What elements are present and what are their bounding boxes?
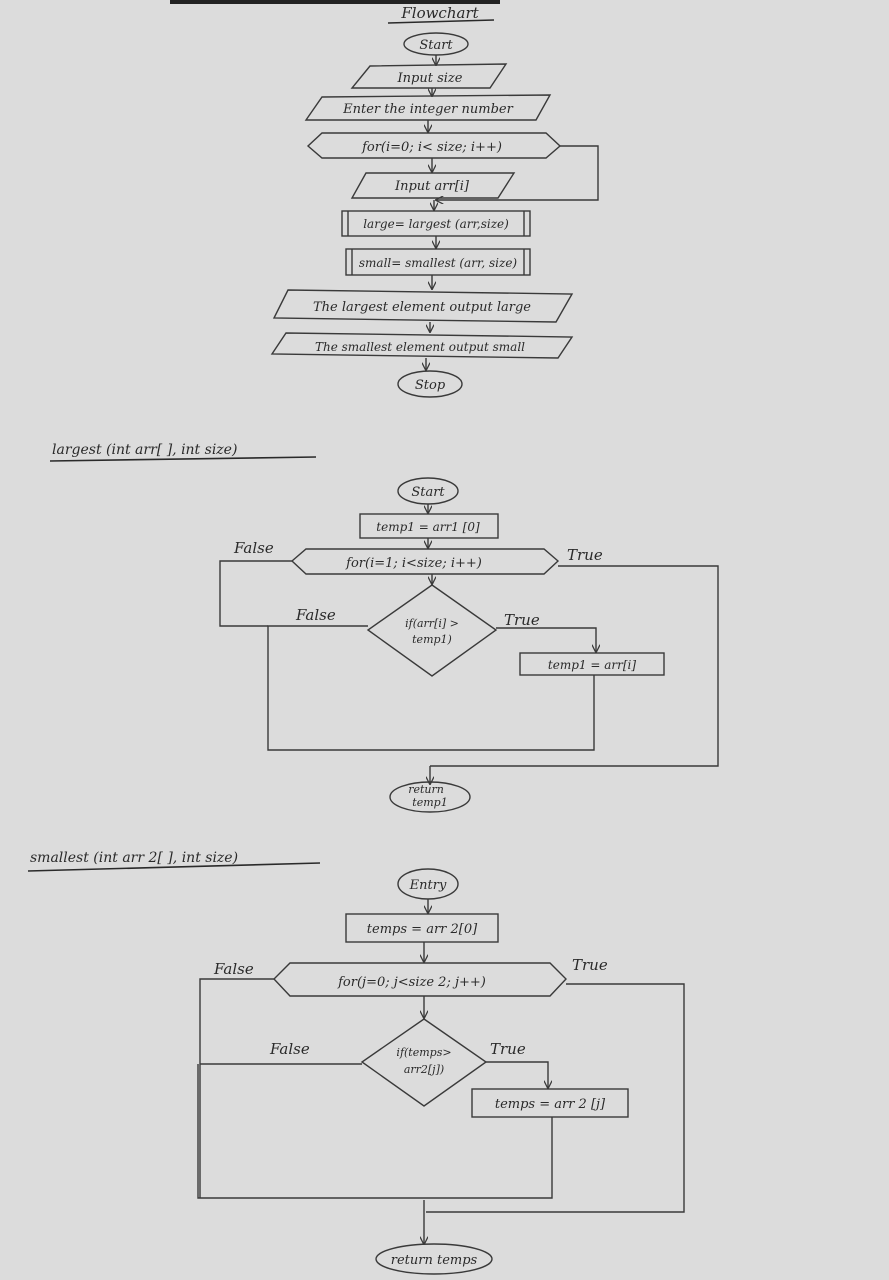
largest-function-flowchart: largest (int arr[ ], int size) Start tem… xyxy=(49,442,719,813)
smallest-inner-loop-back xyxy=(197,1064,553,1199)
largest-condition-decision xyxy=(366,584,498,677)
largest-init-process xyxy=(359,513,499,539)
stop-terminal xyxy=(397,370,463,398)
stop-label: Stop xyxy=(415,378,446,393)
largest-cond-true-label: True xyxy=(504,611,540,629)
largest-condition-line2: temp1) xyxy=(412,633,452,646)
smallest-loop-false-label: False xyxy=(213,960,254,978)
largest-cond-false-label: False xyxy=(295,606,336,624)
smallest-condition-decision xyxy=(360,1018,488,1107)
largest-return-line2: temp1 xyxy=(412,796,447,809)
page-top-edge xyxy=(170,0,500,4)
smallest-condition-line2: arr2[j]) xyxy=(404,1063,444,1076)
smallest-signature: smallest (int arr 2[ ], int size) xyxy=(30,850,238,866)
smallest-loop-label: for(j=0; j<size 2; j++) xyxy=(337,975,486,990)
largest-inner-false-path xyxy=(267,625,595,751)
smallest-return-label: return temps xyxy=(391,1253,478,1268)
call-smallest-label: small= smallest (arr, size) xyxy=(359,256,518,270)
output-smallest-io xyxy=(270,332,574,359)
largest-start-label: Start xyxy=(411,485,445,500)
enter-prompt-label: Enter the integer number xyxy=(342,102,513,117)
largest-loop-true-label: True xyxy=(567,546,603,564)
enter-prompt-io xyxy=(304,94,552,121)
largest-outer-true-path xyxy=(430,565,719,767)
smallest-assign-process xyxy=(471,1088,629,1118)
largest-return-line1: return xyxy=(408,783,444,796)
output-largest-label: The largest element output large xyxy=(313,300,531,315)
smallest-signature-underline xyxy=(27,862,321,872)
largest-init-label: temp1 = arr1 [0] xyxy=(376,520,480,534)
smallest-start-label: Entry xyxy=(409,878,447,893)
input-size-io xyxy=(350,63,508,89)
largest-signature: largest (int arr[ ], int size) xyxy=(52,442,237,458)
largest-loop-label: for(i=1; i<size; i++) xyxy=(345,556,482,571)
output-smallest-label: The smallest element output small xyxy=(315,340,525,354)
smallest-function-flowchart: smallest (int arr 2[ ], int size) Entry … xyxy=(27,850,685,1275)
largest-signature-underline xyxy=(49,456,317,462)
loop-back-line xyxy=(436,145,599,200)
input-arr-io xyxy=(350,172,516,199)
smallest-condition-line1: if(temps> xyxy=(396,1046,451,1059)
largest-condition-line1: if(arr[i] > xyxy=(405,617,459,630)
smallest-loop-true-label: True xyxy=(572,956,608,974)
largest-assign-process xyxy=(519,652,665,676)
smallest-init-process xyxy=(345,913,499,943)
largest-true-branch-line xyxy=(496,627,596,652)
smallest-return-terminal xyxy=(375,1243,493,1275)
smallest-true-branch-line xyxy=(486,1061,548,1088)
smallest-outer-false-path xyxy=(199,978,274,1198)
start-label: Start xyxy=(419,38,453,53)
input-arr-label: Input arr[i] xyxy=(394,179,470,194)
smallest-assign-label: temps = arr 2 [j] xyxy=(495,1097,606,1112)
largest-outer-false-path xyxy=(219,560,292,627)
main-flowchart: Flowchart Start Input size Enter the int… xyxy=(270,4,599,398)
largest-return-terminal xyxy=(389,781,471,813)
main-title: Flowchart xyxy=(400,4,479,22)
smallest-init-label: temps = arr 2[0] xyxy=(367,922,478,937)
output-largest-io xyxy=(272,289,574,323)
call-smallest-process xyxy=(345,248,531,276)
smallest-cond-false-label: False xyxy=(269,1040,310,1058)
largest-loop-false-label: False xyxy=(233,539,274,557)
smallest-outer-true-path xyxy=(426,983,685,1213)
largest-assign-label: temp1 = arr[i] xyxy=(548,658,636,672)
main-loop-hexagon xyxy=(306,132,562,159)
main-loop-label: for(i=0; i< size; i++) xyxy=(361,140,502,155)
call-largest-label: large= largest (arr,size) xyxy=(363,217,509,231)
smallest-cond-true-label: True xyxy=(490,1040,526,1058)
input-size-label: Input size xyxy=(397,71,463,86)
main-title-underline xyxy=(387,19,495,24)
